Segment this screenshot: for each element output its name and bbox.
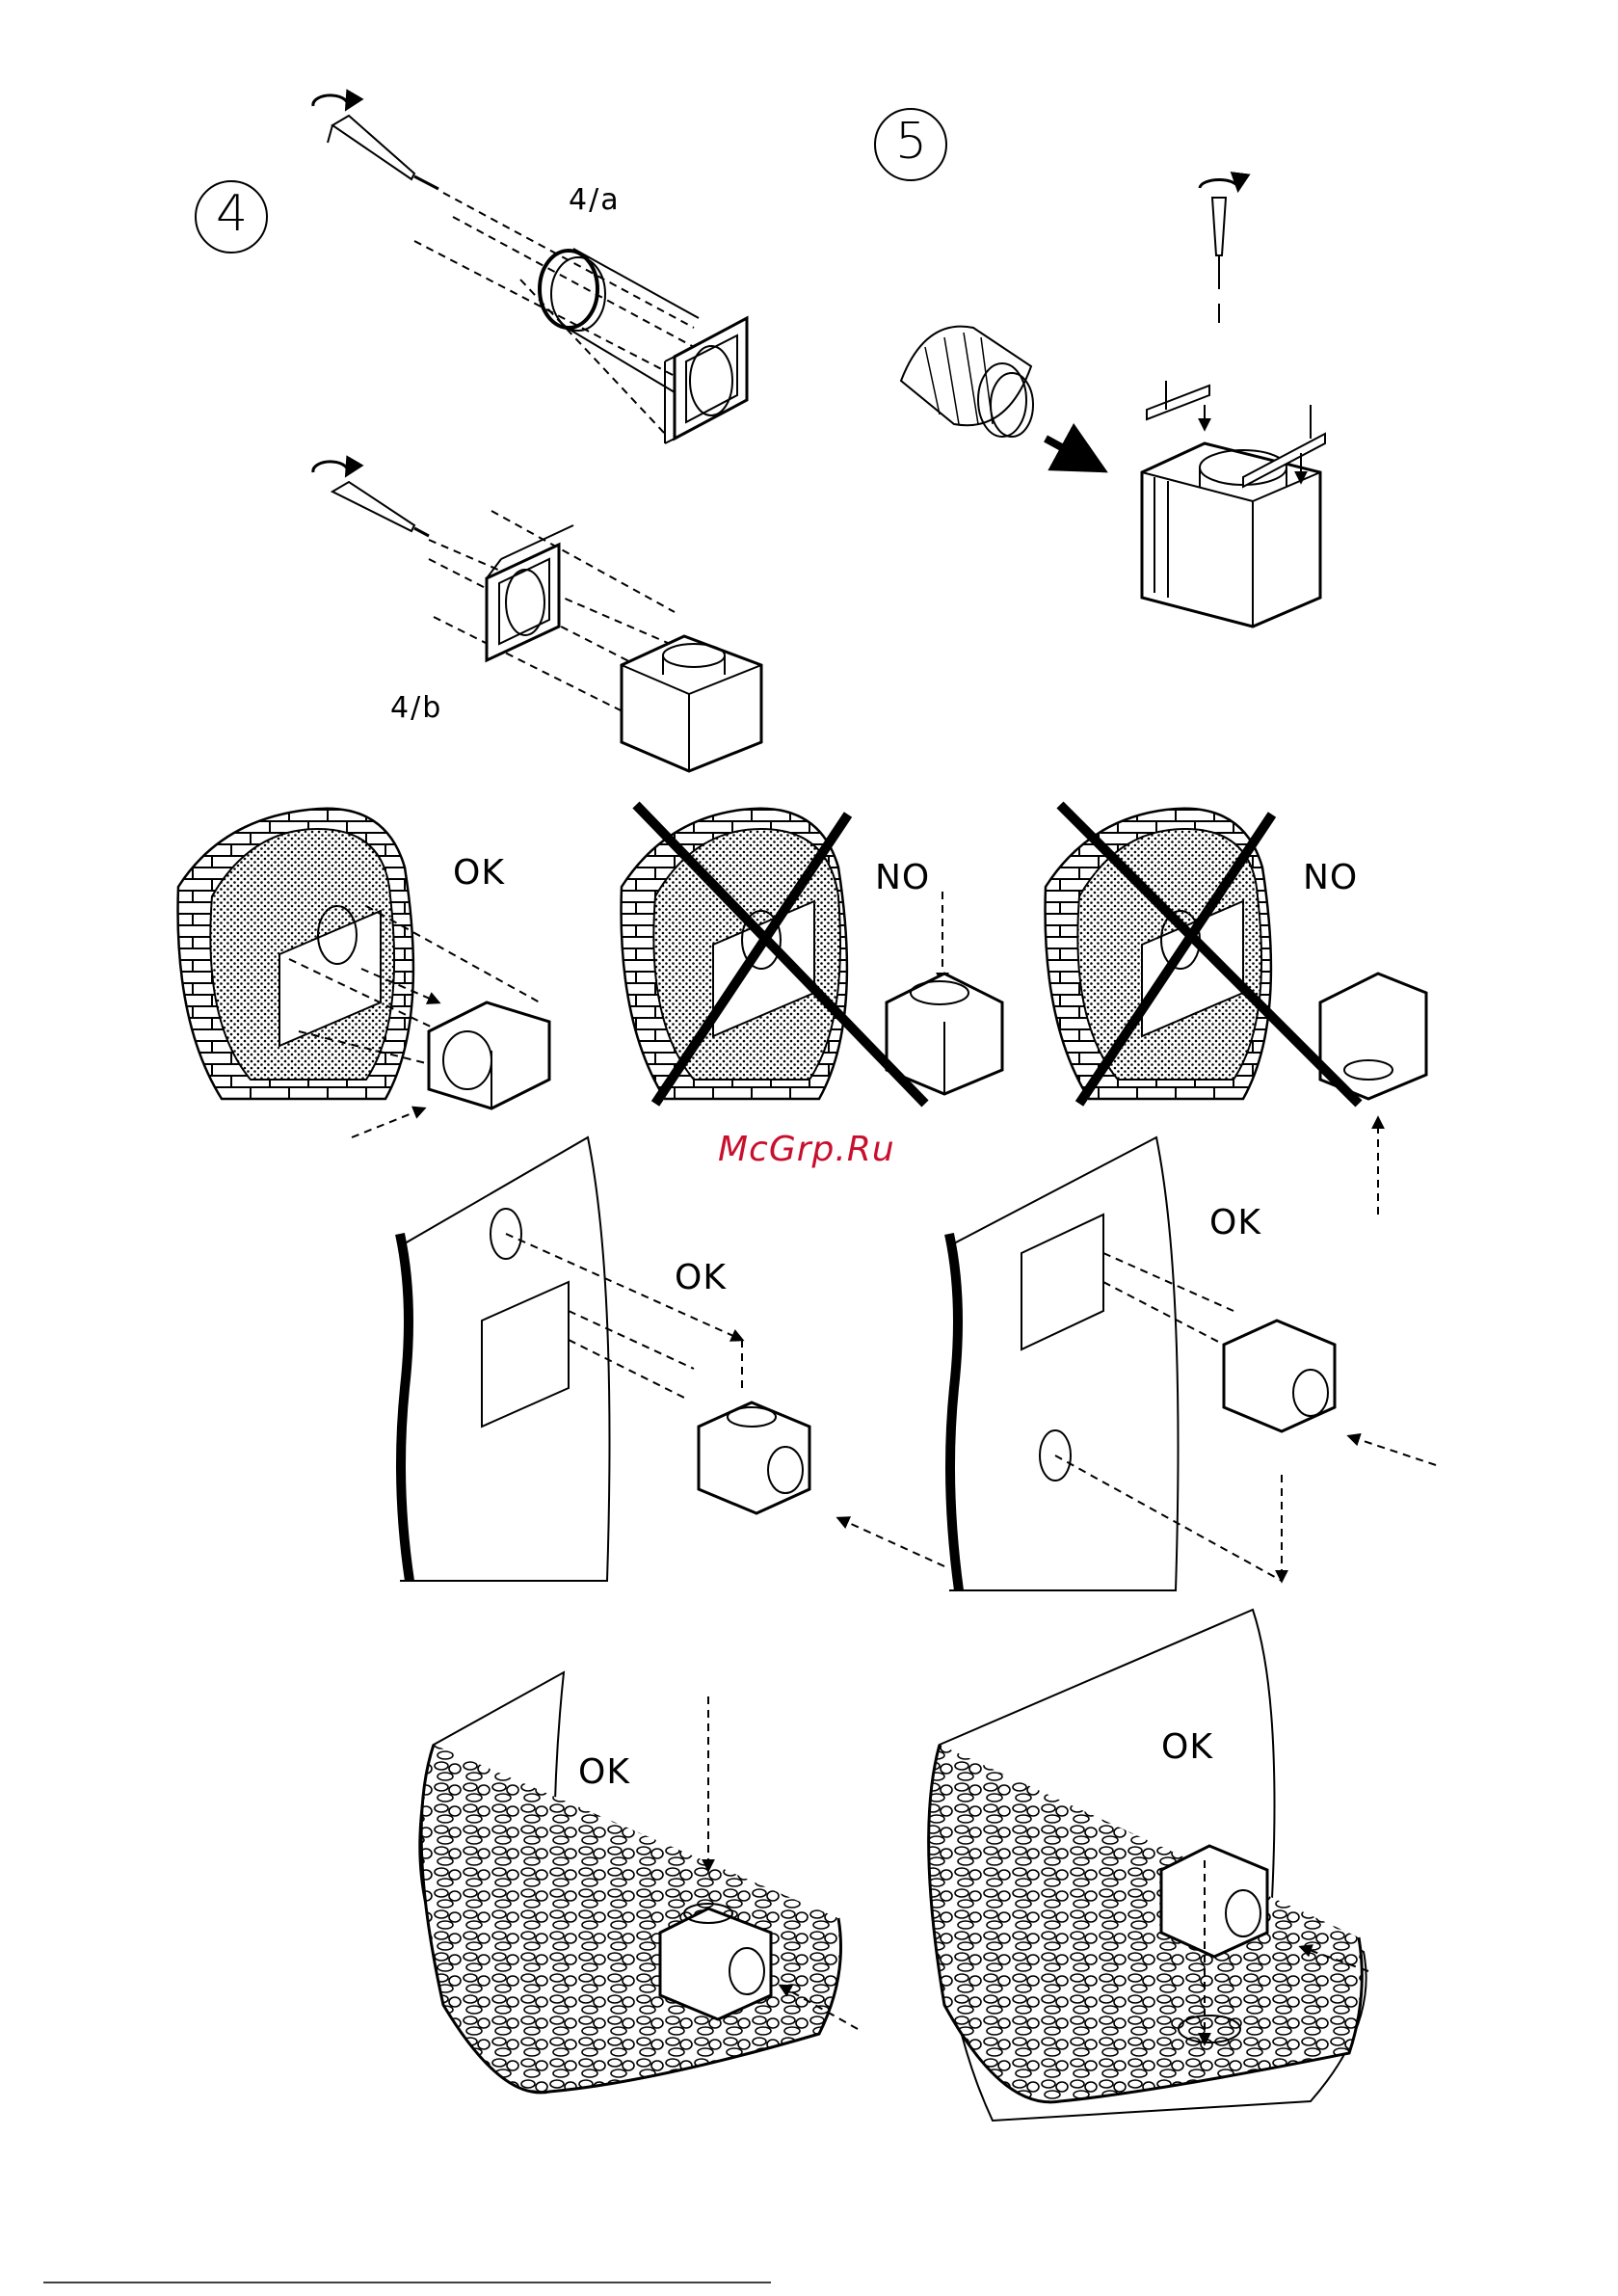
- mounted-box: [1142, 381, 1325, 627]
- step4-number: 4: [216, 185, 248, 243]
- adapter-box: [622, 636, 761, 771]
- square-flange: [665, 318, 747, 443]
- verdict-row1-3: NO: [1303, 858, 1358, 897]
- verdict-row2-2: OK: [1209, 1203, 1261, 1242]
- step5-number: 5: [895, 113, 927, 171]
- wall-option-no-bottom: [1046, 805, 1426, 1215]
- verdict-row3-1: OK: [578, 1752, 630, 1792]
- verdict-row1-2: NO: [875, 858, 930, 897]
- wall-side-ok-right: [949, 1137, 1436, 1590]
- step4-diagram: [196, 95, 761, 771]
- square-frame: [487, 525, 573, 660]
- sub-label-4b: 4/b: [390, 691, 442, 725]
- screwdriver-icon: [313, 95, 438, 189]
- verdict-row1-1: OK: [453, 853, 505, 893]
- flexible-hose: [901, 327, 1033, 437]
- screwdriver-icon: [1200, 179, 1238, 323]
- insert-arrow: [1046, 439, 1099, 467]
- watermark: McGrp.Ru: [718, 1130, 895, 1169]
- ceiling-ok-left: [419, 1672, 858, 2093]
- step5-diagram: [875, 109, 1325, 627]
- screwdriver-icon: [313, 462, 429, 536]
- verdict-row2-1: OK: [675, 1258, 727, 1297]
- wall-option-no-top: [622, 805, 1002, 1104]
- sub-label-4a: 4/a: [569, 183, 621, 217]
- wall-side-ok-left: [400, 1137, 944, 1581]
- verdict-row3-2: OK: [1161, 1727, 1213, 1767]
- ceiling-ok-right: [929, 1610, 1368, 2121]
